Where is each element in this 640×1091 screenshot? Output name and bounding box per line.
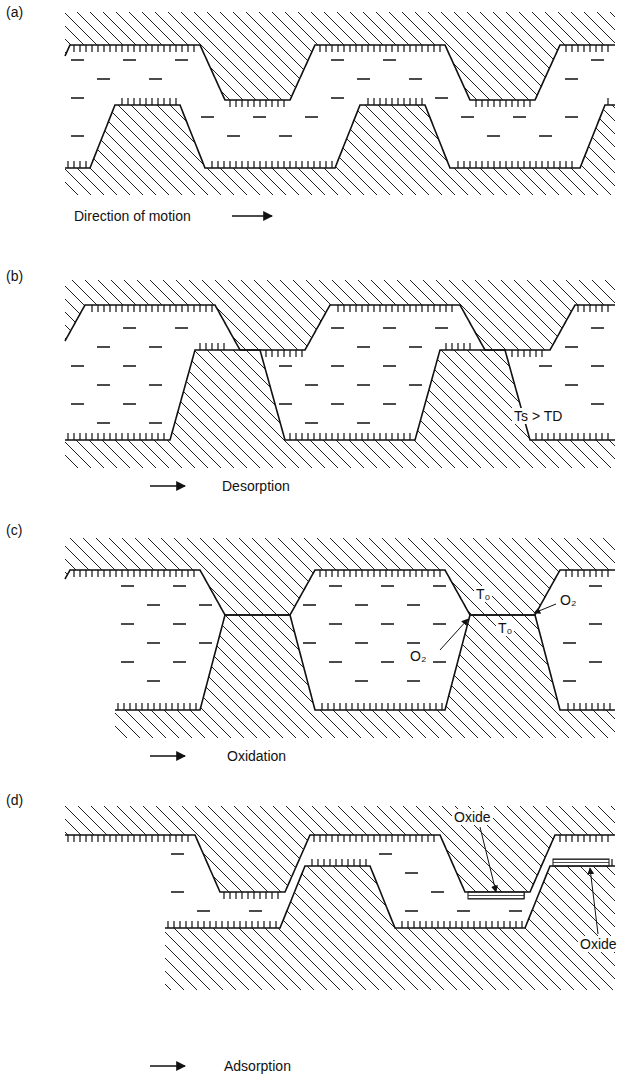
adsorbed-molecules <box>74 570 610 710</box>
oxide-layer <box>553 859 609 866</box>
caption-label: Adsorption <box>222 1058 293 1074</box>
leader-line <box>590 868 598 934</box>
lower-surface <box>65 105 615 168</box>
oxide-layers <box>468 859 609 899</box>
temperature-label: Ts > TD <box>512 408 564 424</box>
caption-label: Desorption <box>220 478 292 494</box>
lubricant-film <box>71 328 604 423</box>
caption-label: Direction of motion <box>72 208 193 224</box>
leader-line <box>480 827 496 892</box>
layer-label: Oxide <box>452 809 493 825</box>
leader-line <box>534 604 556 613</box>
motion-arrow <box>150 755 185 756</box>
upper-solid <box>65 538 615 615</box>
temperature-label: T₀ <box>496 620 514 636</box>
lower-surface <box>115 615 615 710</box>
lower-solid <box>65 105 615 195</box>
panel-letter: (b) <box>4 268 25 284</box>
oxide-layer <box>468 892 524 899</box>
panel-letter: (a) <box>4 4 25 20</box>
motion-arrow <box>150 1065 185 1066</box>
upper-surface <box>65 570 615 615</box>
lower-solid <box>115 615 615 738</box>
upper-surface <box>65 835 615 892</box>
lubricant-film <box>71 60 604 136</box>
adsorbed-molecules <box>68 835 612 928</box>
caption-label: Oxidation <box>225 748 288 764</box>
adsorbed-molecules <box>68 45 608 168</box>
lower-solid <box>65 350 615 468</box>
upper-solid <box>65 280 615 350</box>
adsorbed-molecules <box>68 305 608 440</box>
leaders <box>440 604 598 934</box>
motion-arrow <box>150 485 185 486</box>
layer-label: Oxide <box>578 936 619 952</box>
lower-solid <box>165 866 615 990</box>
panel-letter: (d) <box>4 792 25 808</box>
motion-arrows <box>150 216 272 1066</box>
gas-label: O₂ <box>558 592 578 608</box>
lower-surface <box>65 350 615 440</box>
oxide-layer <box>468 892 524 899</box>
temperature-label: T₀ <box>474 586 492 602</box>
lower-surface <box>165 866 615 928</box>
panel-letter: (c) <box>4 522 24 538</box>
lubricant-film <box>171 854 522 911</box>
oxide-layer <box>553 859 609 866</box>
upper-solid <box>65 12 615 100</box>
leader-line <box>440 619 468 650</box>
motion-arrow <box>232 215 272 216</box>
upper-surface <box>65 45 615 100</box>
lubricant-film <box>121 586 602 681</box>
gas-label: O₂ <box>408 648 428 664</box>
